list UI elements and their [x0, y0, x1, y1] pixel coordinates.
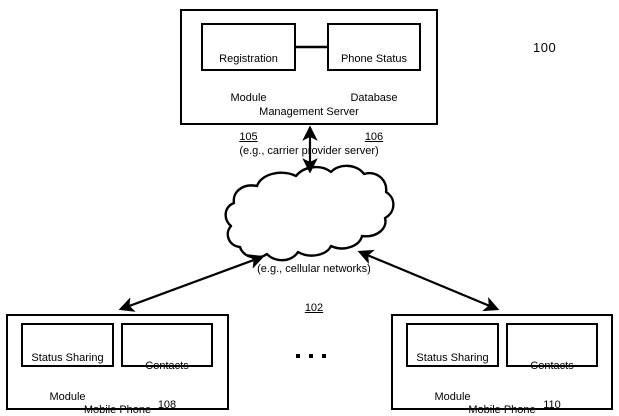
mobile-phone-right-label: Mobile Phone 104 — [391, 378, 613, 416]
status-sharing-module-109-label: Status Sharing Module 109 — [406, 326, 499, 416]
contacts-110-box — [506, 323, 598, 367]
network-ref: 102 — [304, 302, 324, 314]
contacts-108-box — [121, 323, 213, 367]
phone-status-database-box — [327, 23, 421, 71]
mobile-phone-right-title: Mobile Phone — [468, 404, 536, 416]
registration-module-label: Registration Module 105 — [201, 27, 296, 170]
status-sharing-module-109-line1: Status Sharing — [416, 352, 489, 364]
phone-status-database-label: Phone Status Database 106 — [327, 27, 421, 170]
phone-status-database-line2: Database — [350, 92, 398, 104]
contacts-108-line1: Contacts — [145, 360, 189, 372]
contacts-110-ref: 110 — [543, 399, 561, 411]
contacts-108-ref: 108 — [157, 399, 177, 411]
status-sharing-module-109-box — [406, 323, 499, 367]
ellipsis-more-phones — [296, 354, 326, 358]
mobile-phone-left-label: Mobile Phone 103 — [6, 378, 229, 416]
contacts-110-label: Contacts 110 — [506, 334, 598, 416]
mobile-phone-left-title: Mobile Phone — [83, 404, 152, 416]
registration-module-line1: Registration — [219, 53, 278, 65]
ellipsis-dot — [322, 354, 326, 358]
registration-module-ref: 105 — [239, 131, 258, 143]
figure-number: 100 — [533, 40, 557, 55]
arrow-network-to-phone-right — [357, 249, 500, 312]
status-sharing-module-107-label: Status Sharing Module 107 — [21, 326, 114, 416]
management-server-title: Management Server — [259, 106, 359, 118]
status-sharing-module-109-line2: Module — [434, 391, 471, 403]
status-sharing-module-107-line2: Module — [49, 391, 86, 403]
registration-module-line2: Module — [230, 92, 267, 104]
status-sharing-module-107-line1: Status Sharing — [31, 352, 104, 364]
ellipsis-dot — [296, 354, 300, 358]
contacts-110-line1: Contacts — [530, 360, 574, 372]
arrow-network-to-phone-left — [118, 254, 265, 312]
status-sharing-module-107-box — [21, 323, 114, 367]
phone-status-database-line1: Phone Status — [340, 53, 408, 65]
registration-module-box — [201, 23, 296, 71]
contacts-108-label: Contacts 108 — [121, 334, 213, 416]
ellipsis-dot — [309, 354, 313, 358]
network-cloud-shape — [224, 164, 395, 262]
phone-status-database-ref: 106 — [364, 131, 384, 143]
